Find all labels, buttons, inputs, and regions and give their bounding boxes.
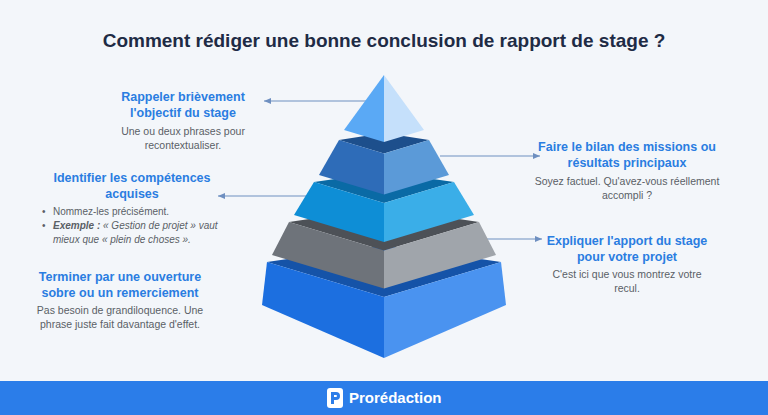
bullet-item: Exemple : « Gestion de projet » vaut mie… <box>42 219 227 247</box>
callout-text: C'est ici que vous montrez votre recul. <box>542 267 712 295</box>
callout-text: Pas besoin de grandiloquence. Une phrase… <box>35 303 205 331</box>
bullet-item: Nommez-les précisément. <box>42 205 227 219</box>
callout-heading: Identifier les compétences acquises <box>52 170 212 202</box>
callout-heading: Rappeler brièvement l'objectif du stage <box>113 89 253 121</box>
pyramid <box>262 75 506 358</box>
callout-text: Soyez factuel. Qu'avez-vous réellement a… <box>532 174 722 202</box>
diagram-title: Comment rédiger une bonne conclusion de … <box>0 30 768 52</box>
bullet-list: Nommez-les précisément. Exemple : « Gesti… <box>42 205 227 247</box>
brand-name: Prorédaction <box>349 389 442 406</box>
logo-icon <box>327 388 343 408</box>
example-tag: Exemple : <box>53 220 100 231</box>
footer-band: Prorédaction <box>0 381 768 415</box>
callout-text: Une ou deux phrases pour recontextualise… <box>113 124 253 152</box>
callout-heading: Terminer par une ouverture sobre ou un r… <box>35 269 205 301</box>
bullet-text: Nommez-les précisément. <box>53 206 169 217</box>
callout-heading: Faire le bilan des missions ou résultats… <box>532 139 722 171</box>
callout-heading: Expliquer l'apport du stage pour votre p… <box>542 233 712 265</box>
